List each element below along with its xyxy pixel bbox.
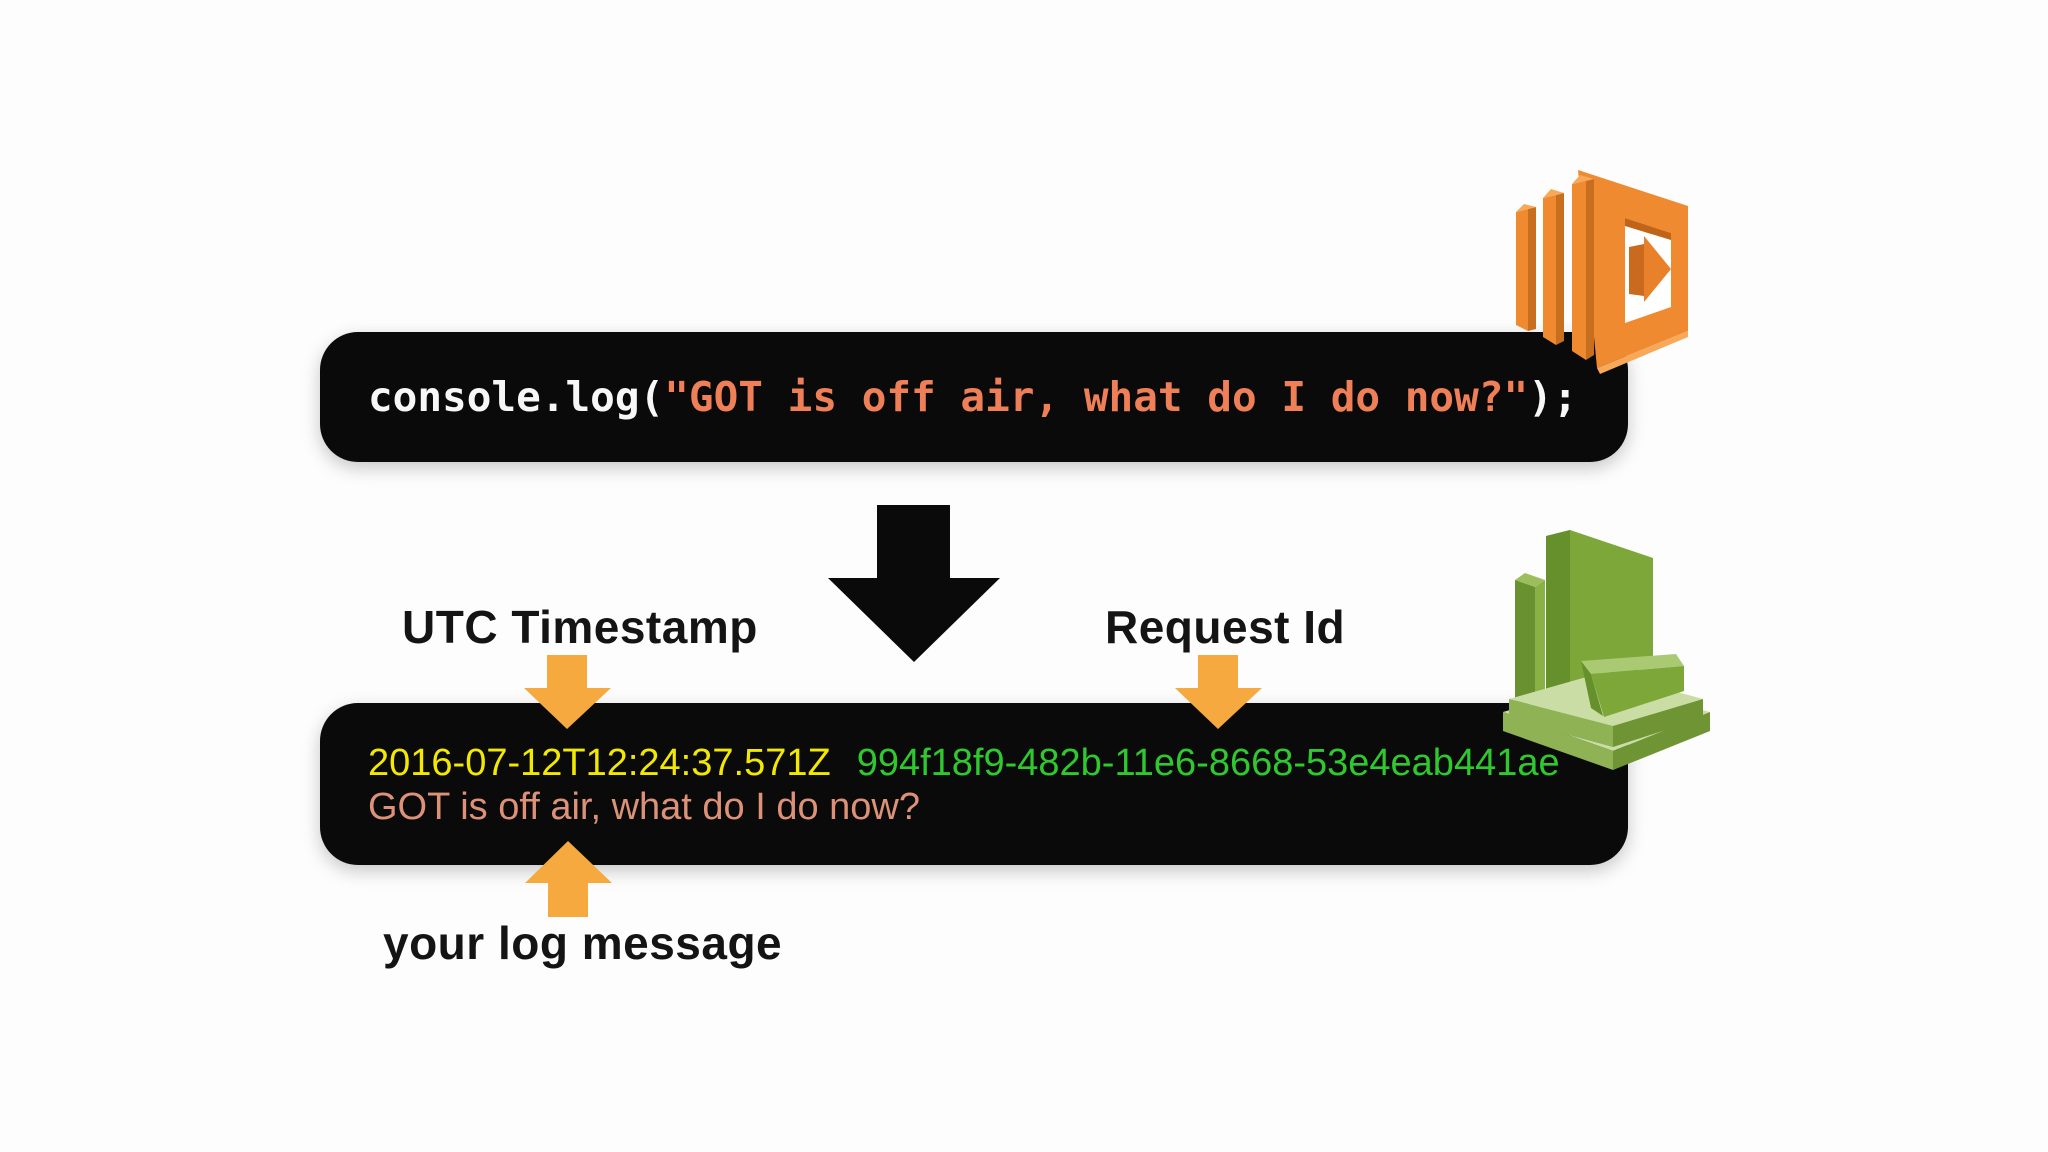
code-line: console.log("GOT is off air, what do I d… bbox=[368, 376, 1578, 418]
log-message-pointer-arrow bbox=[525, 841, 612, 917]
code-suffix: ); bbox=[1528, 372, 1578, 421]
utc-timestamp-label: UTC Timestamp bbox=[402, 601, 758, 653]
your-log-message-label: your log message bbox=[383, 917, 783, 969]
log-request-id: 994f18f9-482b-11e6-8668-53e4eab441ae bbox=[856, 742, 1560, 784]
code-string-literal: "GOT is off air, what do I do now?" bbox=[664, 372, 1529, 421]
aws-cloudwatch-icon bbox=[1503, 530, 1710, 770]
log-line-message: GOT is off air, what do I do now? bbox=[368, 785, 1628, 829]
code-prefix: console.log( bbox=[368, 372, 665, 421]
log-output-box: 2016-07-12T12:24:37.571Z 994f18f9-482b-11… bbox=[320, 703, 1628, 865]
flow-down-arrow bbox=[828, 505, 1000, 662]
aws-lambda-icon bbox=[1516, 170, 1688, 374]
code-snippet-box: console.log("GOT is off air, what do I d… bbox=[320, 332, 1628, 462]
log-message: GOT is off air, what do I do now? bbox=[368, 786, 921, 828]
request-id-pointer-arrow bbox=[1175, 655, 1262, 729]
request-id-label: Request Id bbox=[1105, 601, 1346, 653]
log-timestamp: 2016-07-12T12:24:37.571Z bbox=[368, 742, 831, 784]
utc-timestamp-pointer-arrow bbox=[524, 655, 611, 729]
log-line-meta: 2016-07-12T12:24:37.571Z 994f18f9-482b-11… bbox=[368, 741, 1628, 785]
